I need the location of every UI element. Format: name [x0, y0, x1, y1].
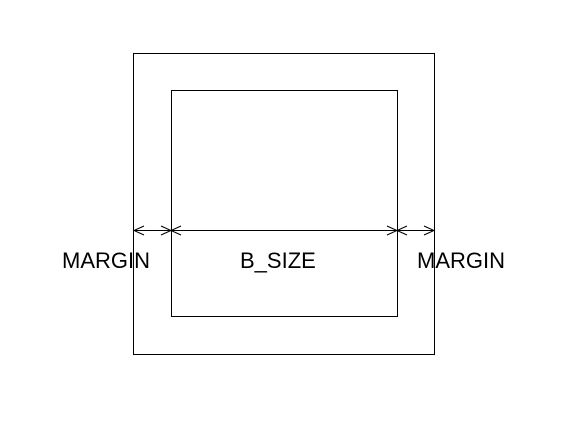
right-margin-arrow-right — [423, 225, 436, 236]
right-margin-arrow-left — [395, 225, 408, 236]
board-size-label: B_SIZE — [240, 248, 316, 273]
outer-box — [133, 53, 435, 355]
left-margin-arrow-left — [132, 225, 145, 236]
right-margin-label: MARGIN — [417, 248, 505, 273]
left-margin-label: MARGIN — [62, 248, 150, 273]
board-size-arrow-left — [169, 225, 182, 236]
left-margin-dimension — [132, 225, 173, 236]
inner-box — [171, 90, 398, 317]
board-size-dimension — [169, 225, 399, 236]
right-margin-dimension — [395, 225, 436, 236]
